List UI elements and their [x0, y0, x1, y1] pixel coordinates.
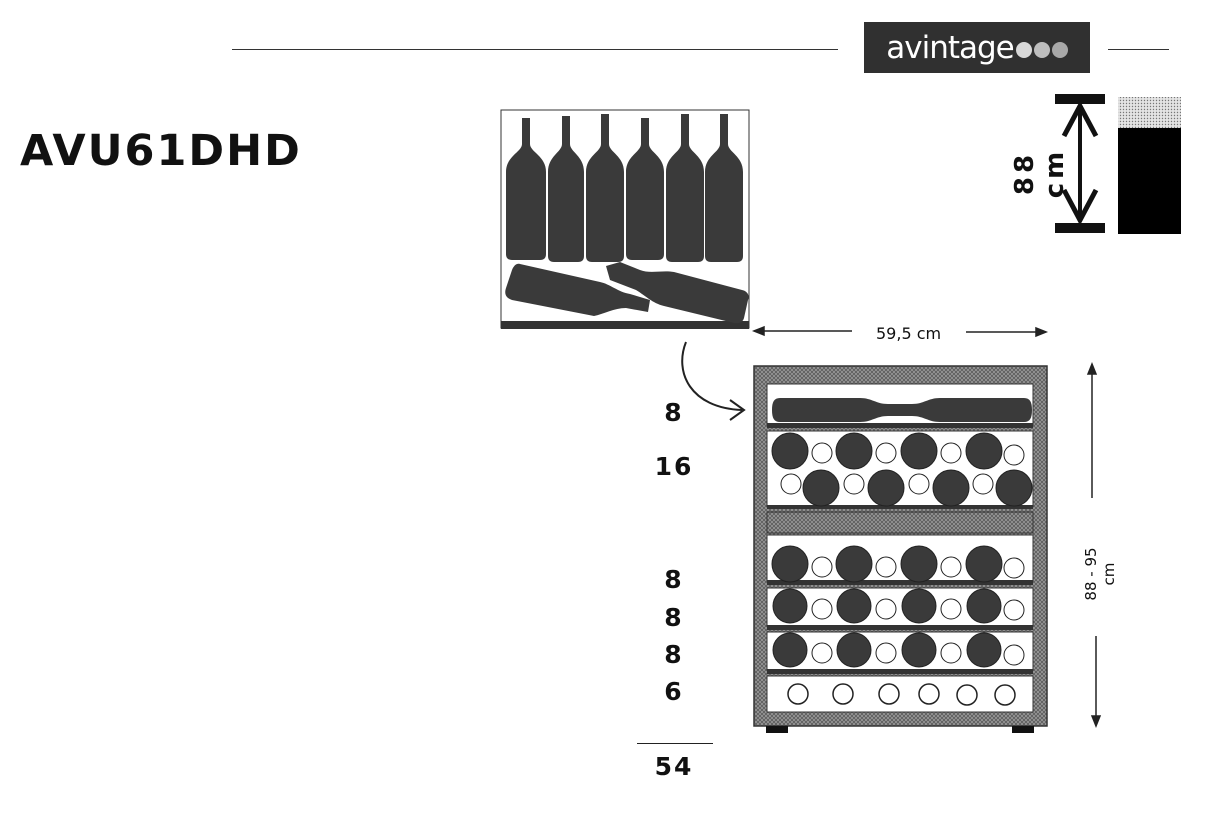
- header-rule-right: [1108, 49, 1169, 50]
- brand-logo-text: avintage: [886, 29, 1015, 66]
- bottle-icon: [606, 262, 749, 324]
- shelf-count-6: 6: [664, 677, 684, 706]
- bottle-icon: [626, 118, 664, 260]
- height-symbol: [1055, 94, 1181, 234]
- shelf-count-2: 16: [654, 452, 694, 481]
- total-count: 54: [654, 752, 694, 781]
- header-rule-left: [232, 49, 838, 50]
- height-range-arrows: [1086, 361, 1102, 729]
- bottle-icon: [705, 114, 743, 262]
- bottle-icon: [772, 398, 1032, 422]
- presentation-shelf-illustration: [500, 109, 750, 329]
- callout-arrow: [681, 341, 743, 411]
- width-dimension-label: 59,5 cm: [876, 324, 942, 343]
- shelf-count-4: 8: [664, 603, 684, 632]
- bottle-icon: [586, 114, 624, 262]
- bottle-icon: [666, 114, 704, 262]
- wine-cabinet-diagram: [753, 365, 1048, 733]
- brand-logo: avintage: [864, 22, 1090, 73]
- bottle-icon: [548, 116, 584, 262]
- total-rule: [637, 743, 713, 744]
- shelf-count-5: 8: [664, 640, 684, 669]
- shelf-count-1: 8: [664, 398, 684, 427]
- bottle-icon: [506, 118, 546, 260]
- bottle-icon: [505, 263, 650, 316]
- width-dimension-arrows: [751, 325, 1049, 338]
- brand-logo-dots: [1015, 41, 1068, 58]
- shelf-count-3: 8: [664, 565, 684, 594]
- model-title: AVU61DHD: [20, 126, 302, 176]
